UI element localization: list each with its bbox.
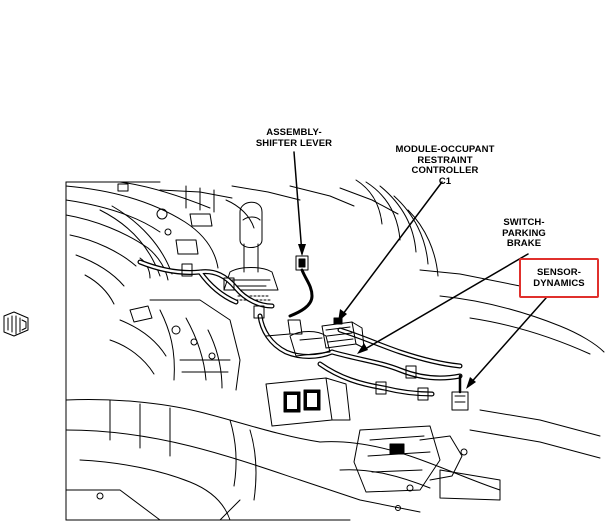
callout-parking-brake-switch: SWITCH- PARKING BRAKE [488,217,560,250]
floor-pan [65,269,605,521]
occupant-restraint-controller [321,317,365,349]
dashboard-area [65,179,439,305]
leader-lines [293,151,547,387]
callout-text: SENSOR- [537,267,581,278]
callout-text: BRAKE [506,238,542,249]
dynamics-sensor [451,374,469,411]
callout-text: C1 [438,175,452,187]
illustration-frame [65,181,161,521]
parking-brake-assembly [265,319,331,357]
wiring-harness-outline [138,260,462,396]
callout-dynamics-sensor: SENSOR- DYNAMICS [519,258,599,298]
seat-brackets [265,377,351,427]
callout-text: SWITCH- [503,217,545,228]
callout-text: RESTRAINT [417,154,473,166]
callout-text: CONTROLLER [411,165,479,176]
callout-text: SHIFTER LEVER [255,137,333,149]
center-console [109,299,241,391]
callout-text: DYNAMICS [533,277,585,289]
view-arrow-icon [3,311,29,337]
callout-text: MODULE-OCCUPANT [395,144,495,155]
harness-clips [181,263,429,401]
lower-frame [65,479,421,521]
shifter-connector [288,255,314,318]
callout-text: PARKING [502,227,546,239]
callout-occupant-restraint-controller: MODULE-OCCUPANT RESTRAINT CONTROLLER C1 [386,144,504,187]
mount-bracket [353,425,501,501]
callout-text: ASSEMBLY- [266,127,322,138]
callout-shifter-lever: ASSEMBLY- SHIFTER LEVER [248,127,340,149]
leader-arrowheads [298,244,476,389]
